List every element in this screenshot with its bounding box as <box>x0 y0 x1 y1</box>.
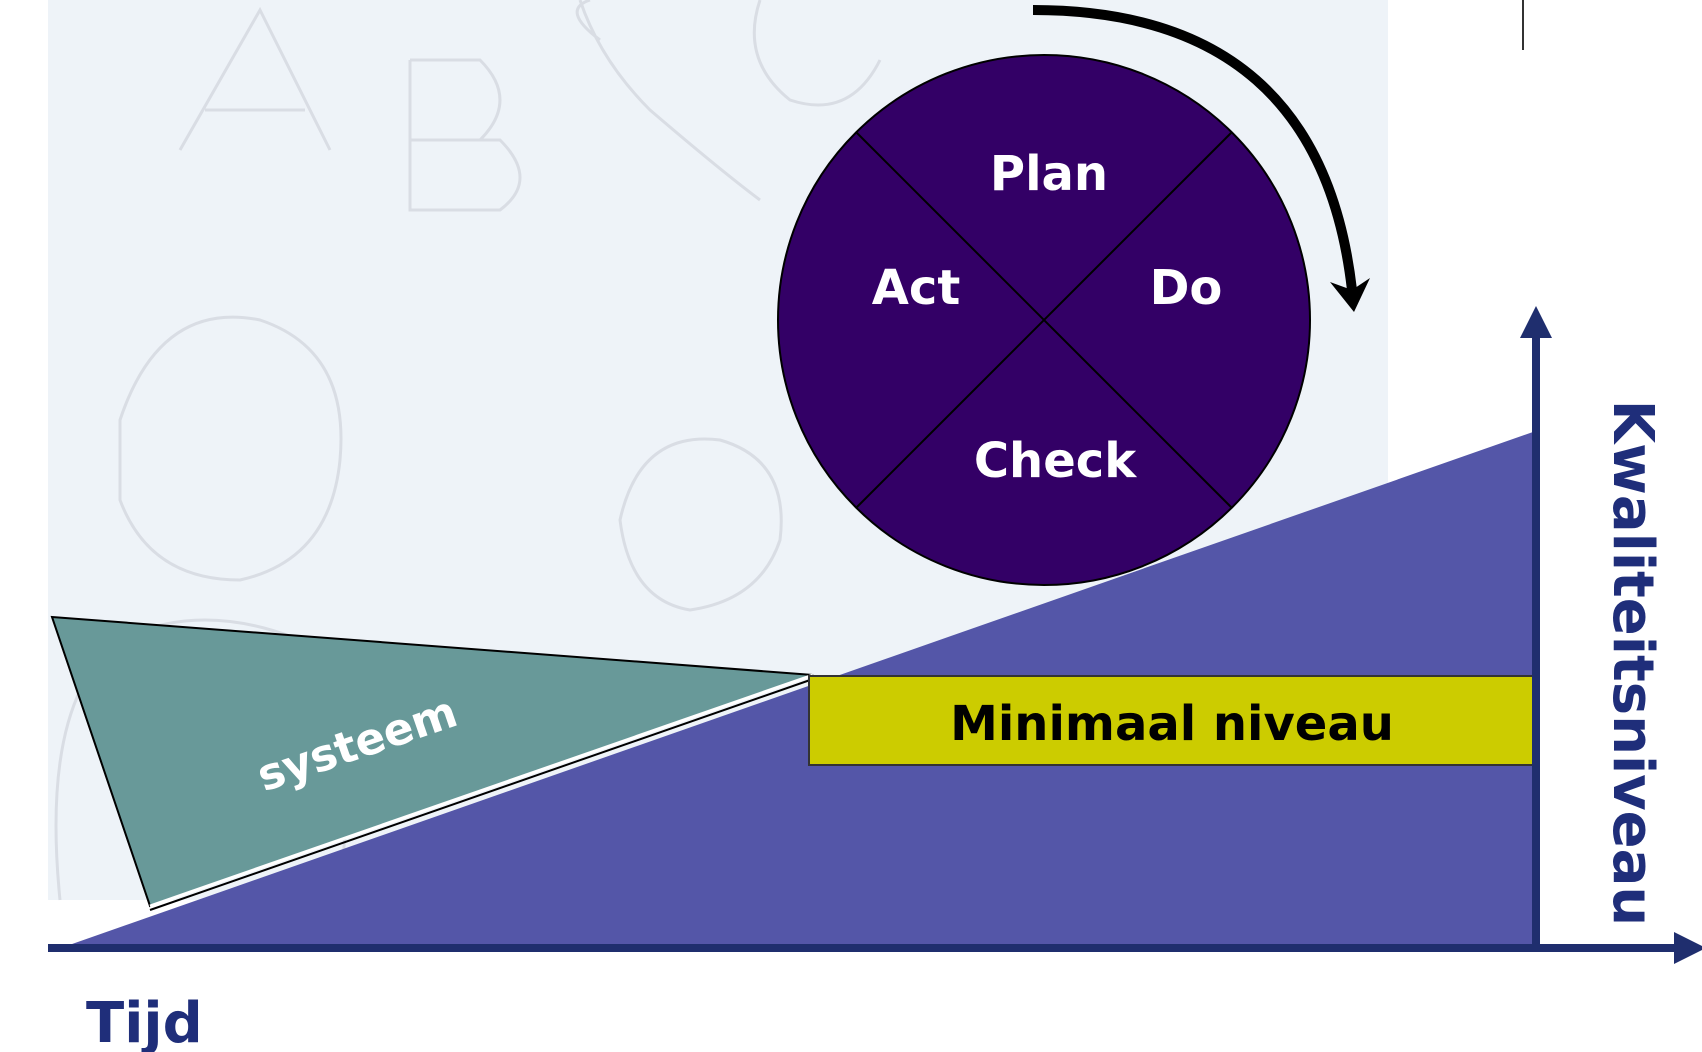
pdca-plan-label: Plan <box>990 146 1108 202</box>
sketch-letter-b <box>408 58 522 212</box>
x-axis-label: Tijd <box>86 991 203 1052</box>
systeem-wedge-edge <box>149 678 814 911</box>
quality-wedge <box>55 432 1533 950</box>
sketch-teacher-head <box>752 0 882 107</box>
pdca-act-label: Act <box>872 260 961 316</box>
y-axis-label: Kwaliteitsniveau <box>1600 400 1665 927</box>
cycle-arrow <box>1032 5 1357 291</box>
pdca-circle: Plan Do Check Act <box>777 54 1311 586</box>
pdca-do-label: Do <box>1150 260 1223 316</box>
sketch-raised-arm <box>575 0 761 202</box>
cycle-arrow-head <box>1330 278 1370 312</box>
sketch-child-head-left <box>118 315 343 582</box>
pdca-divider-2 <box>855 131 1233 509</box>
sketch-child-head-right <box>618 437 783 612</box>
minimaal-niveau-label: Minimaal niveau <box>950 696 1394 752</box>
pdca-check-label: Check <box>974 433 1137 489</box>
minimaal-niveau-box <box>808 675 1536 766</box>
sketch-letter-a <box>178 6 332 151</box>
systeem-wedge-highlight <box>149 673 814 908</box>
